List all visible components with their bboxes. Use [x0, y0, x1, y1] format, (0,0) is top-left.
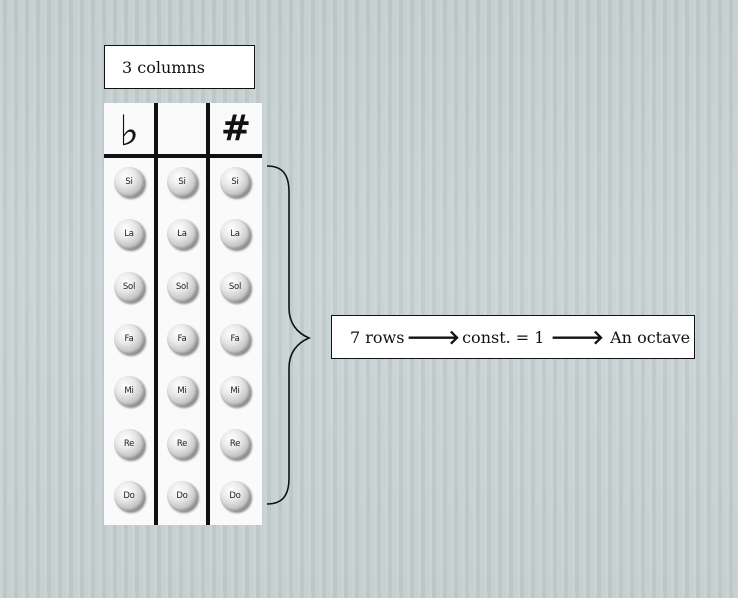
note-button-mi-sharp[interactable]: Mi	[220, 376, 250, 407]
note-button-mi-flat[interactable]: Mi	[114, 376, 144, 407]
note-button-sol-sharp[interactable]: Sol	[220, 271, 250, 302]
note-button-mi-natural[interactable]: Mi	[167, 376, 197, 407]
note-button-sol-flat[interactable]: Sol	[114, 271, 144, 302]
columns-label-box: 3 columns	[104, 45, 255, 89]
natural-header	[158, 103, 206, 154]
note-button-si-flat[interactable]: Si	[114, 167, 144, 197]
octave-label-octave: An octave	[610, 327, 691, 347]
note-button-fa-flat[interactable]: Fa	[114, 323, 144, 354]
note-button-do-natural[interactable]: Do	[167, 480, 197, 511]
note-button-re-natural[interactable]: Re	[167, 428, 197, 459]
header-divider	[104, 154, 262, 158]
flat-header: ♭	[119, 106, 139, 155]
column-divider-2	[206, 103, 210, 525]
columns-label: 3 columns	[122, 57, 205, 77]
note-button-la-flat[interactable]: La	[114, 219, 144, 250]
right-arrow-icon: 🡒	[406, 325, 461, 349]
note-button-fa-sharp[interactable]: Fa	[220, 323, 250, 354]
note-button-do-sharp[interactable]: Do	[220, 480, 250, 511]
note-button-si-natural[interactable]: Si	[167, 167, 197, 197]
note-button-re-flat[interactable]: Re	[114, 428, 144, 459]
right-brace-icon	[266, 165, 312, 505]
note-button-la-natural[interactable]: La	[167, 219, 197, 250]
right-arrow-icon: 🡒	[550, 325, 605, 349]
note-button-fa-natural[interactable]: Fa	[167, 323, 197, 354]
note-button-si-sharp[interactable]: Si	[220, 167, 250, 197]
sharp-header: #	[220, 108, 252, 149]
octave-label-box: 7 rows 🡒 const. = 1 🡒 An octave	[331, 315, 695, 359]
note-button-do-flat[interactable]: Do	[114, 480, 144, 511]
octave-label-rows: 7 rows	[350, 327, 405, 347]
note-button-re-sharp[interactable]: Re	[220, 428, 250, 459]
note-button-la-sharp[interactable]: La	[220, 219, 250, 250]
note-button-sol-natural[interactable]: Sol	[167, 271, 197, 302]
octave-label-const: const. = 1	[462, 327, 545, 347]
column-divider-1	[154, 103, 158, 525]
